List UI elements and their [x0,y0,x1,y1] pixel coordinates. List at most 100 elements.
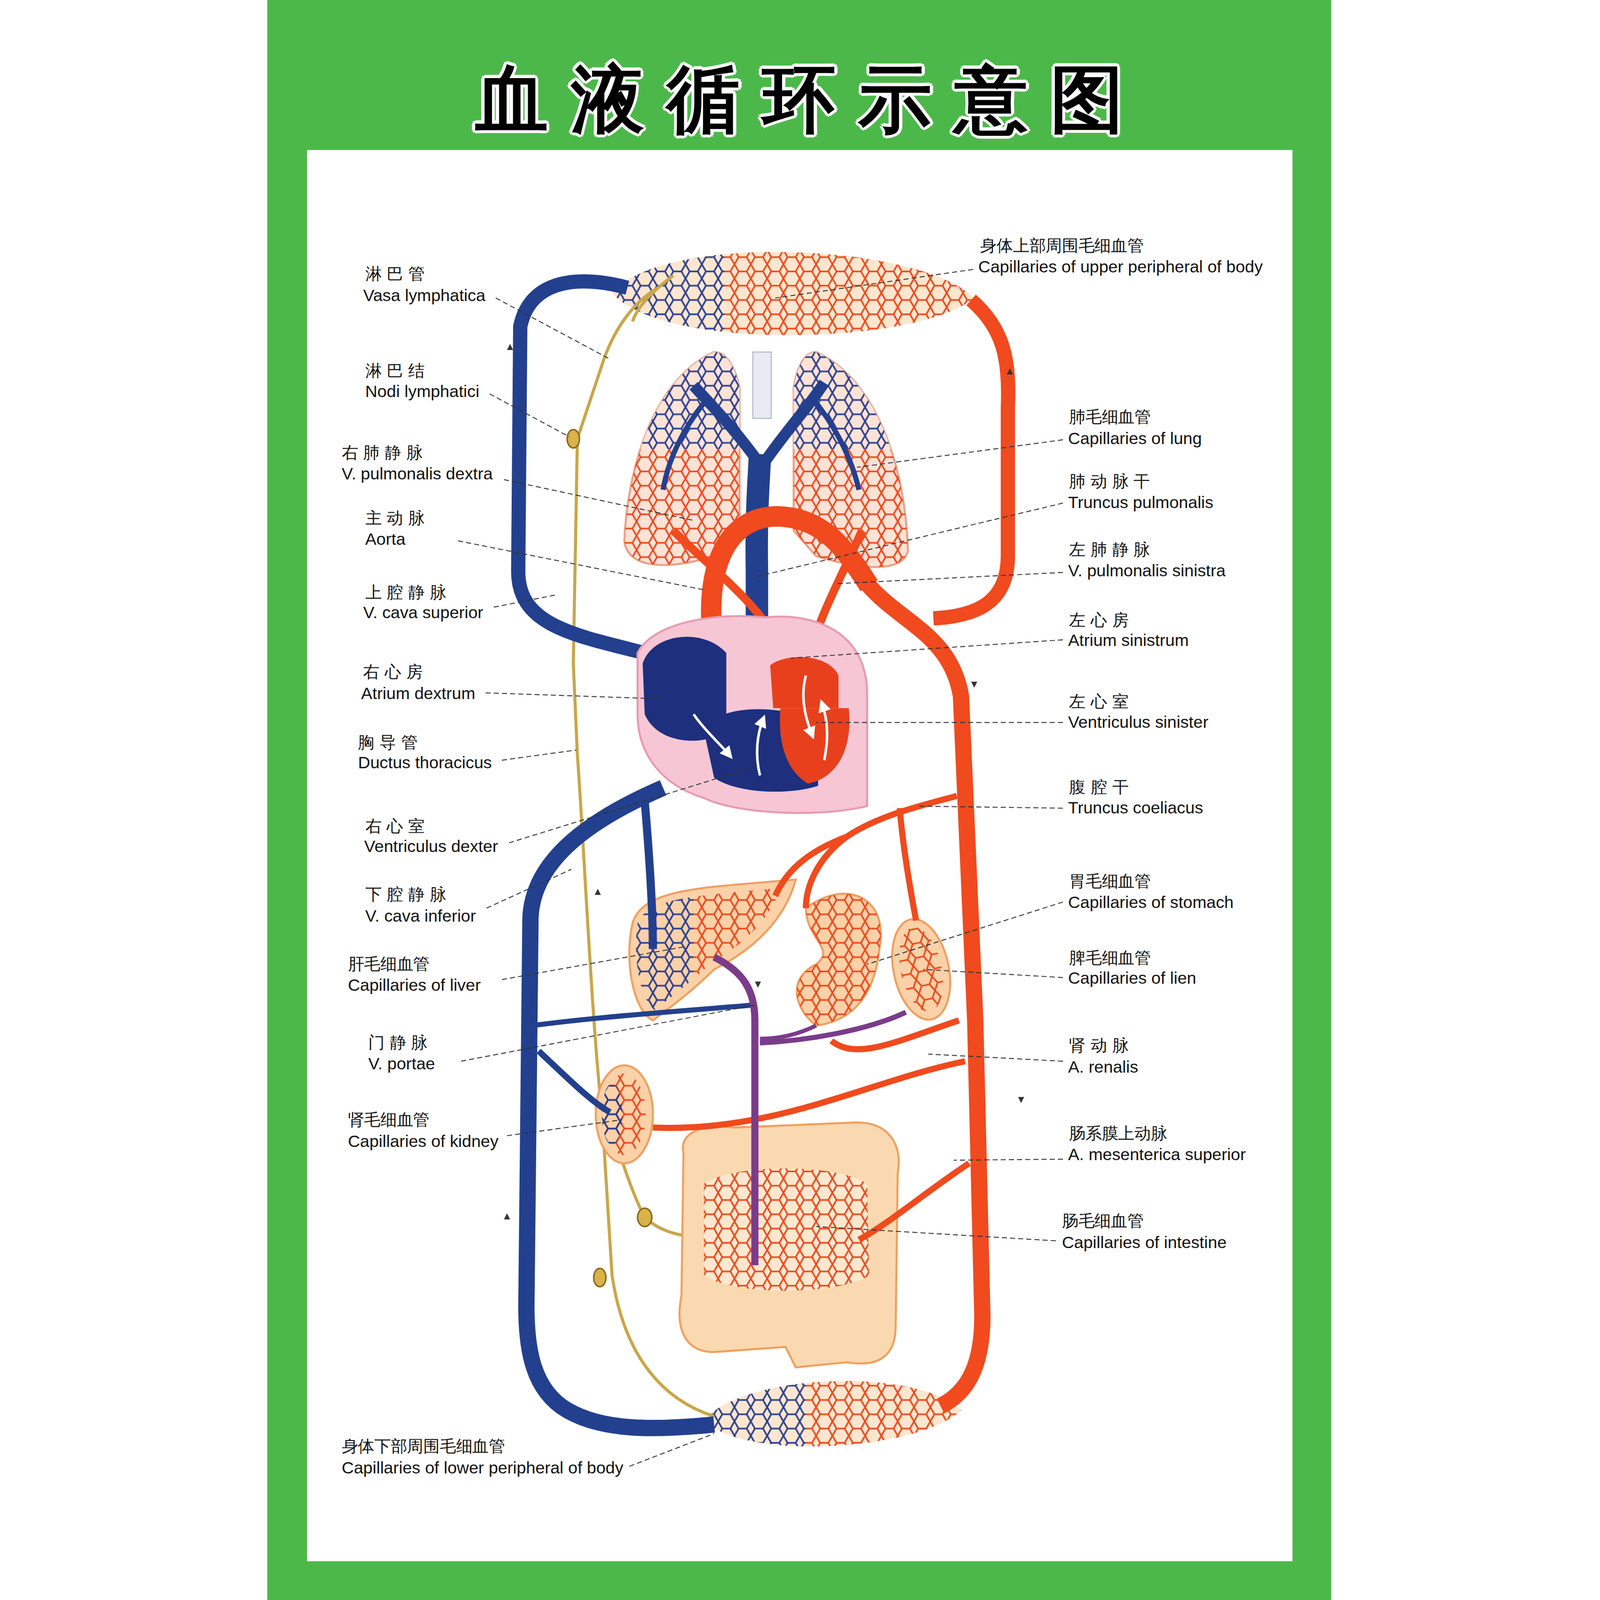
part-name-latin: Atrium sinistrum [1067,630,1190,650]
part-name: 肠毛细血管 [1061,1211,1145,1231]
illustration-part [532,1004,753,1025]
illustration-part [503,1212,510,1220]
white-panel [307,150,1293,1561]
part-name: 身体下部周围毛细血管 [340,1437,506,1457]
part-name-latin: Capillaries of intestine [1061,1232,1228,1252]
part-name-latin: Capillaries of liver [346,975,482,995]
part-name-latin: Capillaries of lung [1067,428,1204,448]
illustration-part [796,893,881,1026]
part-name: 胃毛细血管 [1068,871,1152,891]
spleen [883,913,959,1025]
part-name-latin: Vasa lymphatica [362,285,487,305]
illustration-part [790,639,1063,658]
illustration-part [624,351,740,449]
illustration-part [567,429,580,448]
illustration-part [489,393,570,437]
illustration-part [501,946,684,980]
illustration-part [501,749,577,761]
illustration-part [506,1120,618,1136]
illustration-part [779,707,850,784]
illustration-part [760,1025,816,1039]
illustration-part [971,681,978,688]
illustration-part [704,1380,807,1447]
poster-title: 血液循环示意图 [267,50,1331,149]
part-name-latin: Ventriculus dexter [363,836,500,856]
illustration-part [503,479,694,521]
part-name: 肾 动 脉 [1068,1036,1130,1056]
part-name: 主 动 脉 [364,508,426,528]
part-name-latin: V. pulmonalis dextra [340,464,494,484]
illustration-part [704,1168,870,1291]
part-name-latin: A. mesenterica superior [1067,1144,1247,1165]
illustration-part [595,1064,653,1163]
illustration-part [756,502,1063,577]
illustration-part [796,893,881,1026]
part-name: 身体上部周围毛细血管 [979,236,1145,256]
illustration-part [663,403,705,490]
part-name-latin: Truncus coeliacus [1067,797,1204,817]
upper-capillary-bed [611,252,975,336]
illustration-part [815,1226,1056,1241]
illustration-part [713,957,755,1266]
illustration-part [485,692,666,699]
illustration-part [760,1012,906,1043]
illustration-part [611,252,725,336]
illustration-part [460,1004,755,1061]
illustration-part [806,795,958,909]
part-name-latin: Nodi lymphatici [364,381,481,401]
illustration-part [593,1267,606,1287]
part-name-latin: A. renalis [1067,1056,1140,1077]
part-name: 肾毛细血管 [346,1110,431,1130]
part-name-latin: Capillaries of lower peripheral of body [340,1457,625,1478]
illustration-part [883,913,959,1025]
part-name-latin: V. cava superior [362,602,485,623]
illustration-part [594,888,602,895]
part-name: 左 心 室 [1068,692,1130,712]
illustration-part [1018,1096,1025,1103]
illustration-part [831,1020,959,1049]
illustration-part [953,1158,1063,1160]
illustration-part [637,616,868,813]
illustration-part [611,252,975,336]
part-name: 腹 腔 干 [1068,778,1130,798]
illustration-part [822,704,827,761]
illustration-part [704,1380,962,1447]
illustration-part [856,439,1063,468]
illustration-part [495,297,610,359]
illustration-part [858,1163,969,1240]
intestine [679,1122,899,1368]
illustration-part [775,269,974,299]
illustration-part [1006,368,1014,375]
illustration-part [704,1168,870,1291]
lower-capillary-bed [704,1380,962,1447]
illustration-part [754,981,761,988]
part-name: 上 腔 静 脉 [364,583,447,603]
part-name: 右 肺 静 脉 [340,443,424,463]
flow-arrows [503,343,1024,1220]
illustration-part [752,351,772,419]
green-frame [267,0,1331,1600]
illustration-part [629,1433,714,1466]
abdominal-arteries [652,795,969,1240]
illustration-part [601,1083,623,1145]
illustration-part [679,1122,899,1368]
part-name-latin: Ductus thoracicus [356,752,493,773]
abdominal-veins [532,800,906,1266]
upper-vein [518,281,645,653]
part-name: 右 心 房 [362,663,424,682]
part-name-latin: V. cava inferior [364,905,477,926]
part-name-latin: V. pulmonalis sinistra [1067,561,1227,581]
part-name: 肠系膜上动脉 [1068,1124,1169,1143]
part-name-latin: Capillaries of kidney [346,1131,500,1151]
part-name-latin: Capillaries of upper peripheral of body [977,257,1264,277]
illustration-part [644,800,653,950]
part-name-latin: Atrium dextrum [360,683,477,703]
part-name: 右 心 室 [364,816,426,836]
illustration-part [635,887,781,1010]
illustration-part [928,1053,1063,1062]
illustration-part [632,275,674,322]
part-name: 淋 巴 管 [364,265,426,285]
illustration-part [635,887,694,1010]
